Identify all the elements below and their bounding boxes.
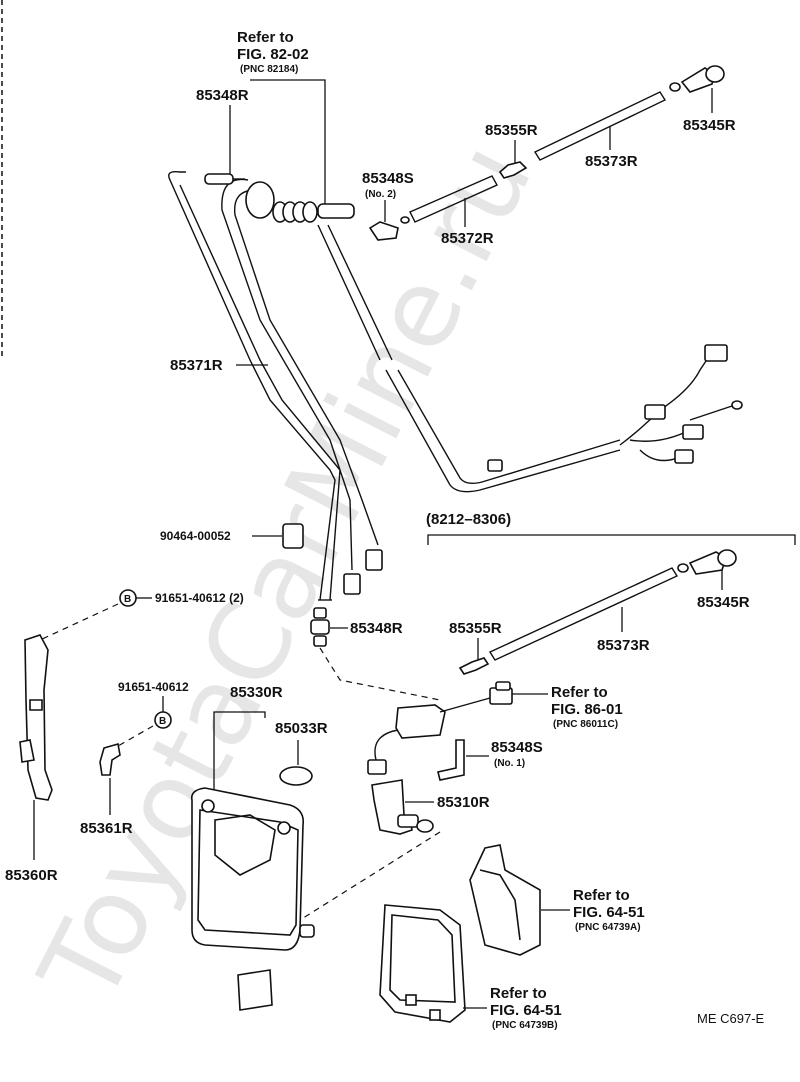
ref-low2-line1: Refer to	[490, 985, 547, 1002]
ref-mid-line2: FIG. 86-01	[551, 701, 623, 718]
bolt-letter-1: B	[124, 594, 131, 605]
label-85361r: 85361R	[80, 820, 133, 837]
joint-85355r-low	[458, 657, 490, 675]
cap-85033r	[279, 766, 313, 786]
bolt-letter-2: B	[159, 716, 166, 727]
hose-trunk-inner	[327, 224, 621, 485]
frame-64739b	[379, 904, 466, 1023]
label-85348r-mid: 85348R	[350, 620, 403, 637]
pump-motor-connector	[367, 681, 513, 775]
frame-64739a	[469, 844, 541, 956]
connector-b	[365, 549, 383, 571]
hose-85371r-inner	[179, 184, 341, 601]
hose-85371r-outer	[168, 170, 336, 601]
label-85371r: 85371R	[170, 357, 223, 374]
grommet-coil	[245, 181, 355, 223]
bolt-symbol-2	[154, 711, 172, 729]
dash-bolt-1	[39, 603, 119, 641]
hose-85373r-top	[533, 91, 667, 161]
label-85345r-low: 85345R	[697, 594, 750, 611]
label-85355r-low: 85355R	[449, 620, 502, 637]
ref-low1-line1: Refer to	[573, 887, 630, 904]
fitting-85348r-mid	[310, 607, 330, 647]
label-85372r: 85372R	[441, 230, 494, 247]
ref-top-line2: FIG. 82-02	[237, 46, 309, 63]
label-91651-2: 91651-40612 (2)	[155, 591, 244, 605]
label-85330r: 85330R	[230, 684, 283, 701]
leader-85330r	[213, 711, 266, 800]
label-90464: 90464-00052	[160, 529, 231, 543]
label-85348s-low-no: (No. 1)	[494, 758, 525, 769]
label-85355r-top: 85355R	[485, 122, 538, 139]
ref-low2-line2: FIG. 64-51	[490, 1002, 562, 1019]
label-85348s-top-no: (No. 2)	[365, 189, 396, 200]
figure-code: ME C697-E	[697, 1011, 765, 1026]
ref-top-leader	[250, 79, 326, 210]
range-bracket	[427, 534, 796, 545]
ref-low1-line2: FIG. 64-51	[573, 904, 645, 921]
label-85373r-top: 85373R	[585, 153, 638, 170]
ref-top-line1: Refer to	[237, 29, 294, 46]
hose-trunk-outer	[317, 224, 621, 493]
label-91651: 91651-40612	[118, 680, 189, 694]
dash-bolt-2	[117, 725, 154, 747]
clip-90464	[282, 523, 304, 549]
label-85033r: 85033R	[275, 720, 328, 737]
harness-connectors-top	[487, 344, 743, 472]
joint-85355r-top	[498, 161, 528, 179]
label-range: (8212–8306)	[426, 511, 511, 528]
elbow-85348s-no1	[437, 739, 465, 781]
label-85348s-top: 85348S	[362, 170, 414, 187]
dash-pump-to-tank	[299, 831, 441, 921]
label-85345r-top: 85345R	[683, 117, 736, 134]
dash-fitting-to-pump	[319, 647, 441, 701]
label-85360r: 85360R	[5, 867, 58, 884]
hose-85373r-low	[488, 567, 679, 661]
label-85373r-low: 85373R	[597, 637, 650, 654]
tank-85330r	[190, 787, 315, 951]
connector-a	[343, 573, 361, 595]
ref-low2-pnc: (PNC 64739B)	[492, 1020, 558, 1031]
ref-mid-pnc: (PNC 86011C)	[553, 719, 618, 730]
ref-mid-line1: Refer to	[551, 684, 608, 701]
fitting-85348r	[204, 173, 234, 185]
pump-85310r	[371, 779, 434, 835]
label-85348s-low: 85348S	[491, 739, 543, 756]
bracket-85360r	[19, 634, 53, 801]
elbow-85348s-no2	[368, 221, 399, 241]
joint-85348s	[400, 216, 410, 224]
hose-85372r	[409, 175, 498, 223]
nozzle-85345r-top	[669, 65, 725, 93]
bracket-85361r	[99, 742, 121, 776]
ref-top-pnc: (PNC 82184)	[240, 64, 298, 75]
block-part	[237, 969, 273, 1011]
ref-low1-pnc: (PNC 64739A)	[575, 922, 641, 933]
label-85310r: 85310R	[437, 794, 490, 811]
nozzle-85345r-low	[677, 549, 737, 575]
label-85348r-top: 85348R	[196, 87, 249, 104]
